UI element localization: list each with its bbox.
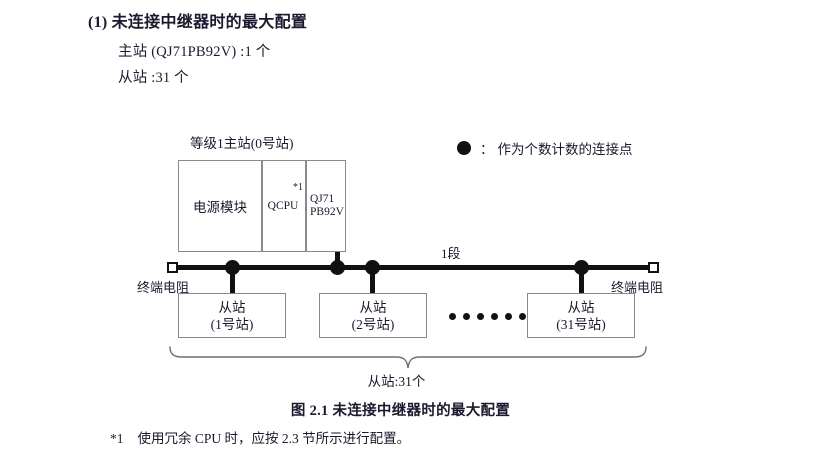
slave-station-box-1: 从站 (1号站)	[178, 293, 286, 338]
section-heading: (1)未连接中继器时的最大配置	[88, 8, 307, 32]
slave-31-number: (31号站)	[556, 316, 606, 332]
filled-circle-icon	[457, 141, 471, 155]
segment-label: 1段	[441, 246, 461, 261]
slave-group-label: 从站:31个	[0, 370, 821, 390]
slave-2-title: 从站	[359, 299, 387, 315]
ellipsis-dot	[477, 313, 484, 320]
connection-point-slave-1	[225, 260, 240, 275]
slave-group-label-text: 从站:31个	[367, 374, 426, 389]
slave-2-number: (2号站)	[351, 316, 395, 332]
slave-31-drop-line	[579, 268, 584, 294]
cpu-label: QCPU	[267, 200, 299, 212]
brace-icon	[169, 346, 647, 369]
slave-2-drop-line	[370, 268, 375, 294]
heading-detail-slave: 从站 :31 个	[118, 70, 189, 86]
slave-1-drop-line	[230, 268, 235, 294]
footnote-mark: *1	[110, 431, 124, 446]
figure-caption-text: 图 2.1 未连接中继器时的最大配置	[290, 403, 511, 419]
section-number: (1)	[88, 14, 108, 31]
slave-station-box-2: 从站 (2号站)	[319, 293, 427, 338]
ellipsis-dot	[491, 313, 498, 320]
rack-cell-power-supply: 电源模块	[178, 160, 262, 252]
slave-31-title: 从站	[567, 299, 595, 315]
legend: ： 作为个数计数的连接点	[457, 138, 633, 158]
terminal-resistor-left-icon	[167, 262, 178, 273]
ellipsis-dot	[505, 313, 512, 320]
legend-text: 作为个数计数的连接点	[497, 142, 633, 157]
connection-point-master	[330, 260, 345, 275]
footnote: *1 使用冗余 CPU 时，应按 2.3 节所示进行配置。	[110, 427, 410, 447]
terminal-resistor-left-label: 终端电阻	[137, 280, 190, 295]
terminal-resistor-right-label: 终端电阻	[611, 280, 664, 295]
connection-point-slave-2	[365, 260, 380, 275]
master-station-label: 等级1主站(0号站)	[190, 136, 294, 151]
legend-colon: ：	[480, 142, 494, 157]
ellipsis-dot	[449, 313, 456, 320]
slave-1-number: (1号站)	[210, 316, 254, 332]
network-module-line2: PB92V	[310, 206, 344, 218]
network-module-line1: QJ71	[310, 193, 335, 205]
connection-point-slave-31	[574, 260, 589, 275]
rack-cell-network-module: QJ71 PB92V	[306, 160, 346, 252]
power-supply-label: 电源模块	[193, 200, 247, 215]
network-module-label: QJ71 PB92V	[307, 193, 345, 219]
slave-group-brace	[168, 346, 648, 370]
ellipsis-dots	[449, 313, 526, 320]
slave-station-box-31: 从站 (31号站)	[527, 293, 635, 338]
bus-line	[170, 265, 652, 270]
terminal-resistor-right-icon	[648, 262, 659, 273]
footnote-text: 使用冗余 CPU 时，应按 2.3 节所示进行配置。	[137, 431, 411, 446]
section-title: 未连接中继器时的最大配置	[111, 14, 308, 31]
figure-caption: 图 2.1 未连接中继器时的最大配置	[0, 399, 821, 420]
slave-1-title: 从站	[218, 299, 246, 315]
heading-detail-master: 主站 (QJ71PB92V) :1 个	[118, 44, 271, 60]
rack-cell-cpu: *1 QCPU	[262, 160, 306, 252]
ellipsis-dot	[463, 313, 470, 320]
cpu-footnote-mark: *1	[293, 182, 303, 193]
master-rack: 电源模块 *1 QCPU QJ71 PB92V	[178, 160, 346, 252]
ellipsis-dot	[519, 313, 526, 320]
